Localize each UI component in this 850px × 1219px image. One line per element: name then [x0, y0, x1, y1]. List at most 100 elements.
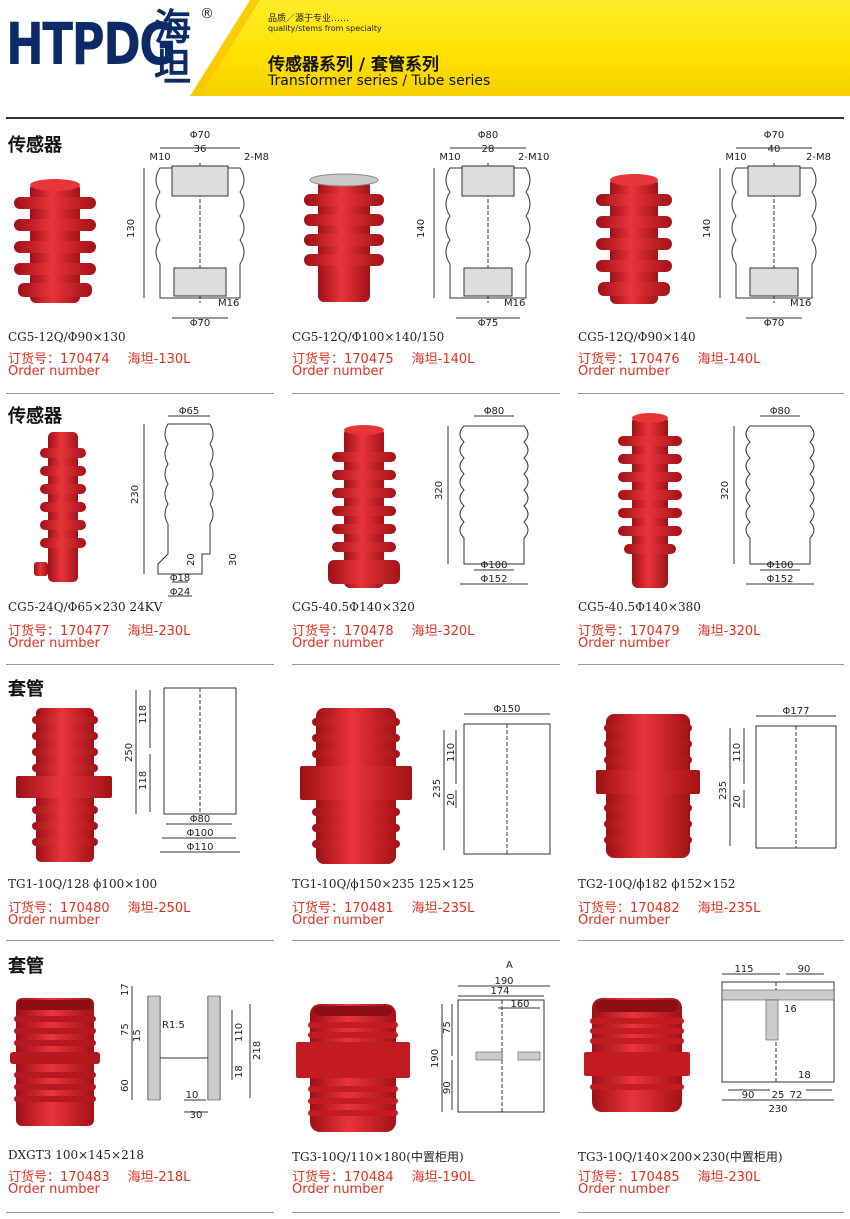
dim-label: 250 [124, 743, 135, 762]
dim-label: Φ70 [190, 318, 211, 328]
separator [578, 393, 844, 394]
dim-label: 174 [490, 986, 509, 997]
dim-label: 17 [120, 983, 131, 996]
technical-drawing-12: 115 90 16 18 90 25 72 230 [721, 964, 835, 1115]
separator [6, 393, 274, 394]
product-name: 海坦-140L [411, 352, 475, 367]
order-label-en: Order number [292, 636, 384, 651]
dim-label: 218 [252, 1041, 263, 1060]
dim-label: 2-M8 [244, 152, 269, 163]
product-model: TG3-10Q/110×180(中置柜用) [292, 1150, 464, 1164]
dim-label: Φ177 [783, 706, 810, 717]
order-label: 订货号： [8, 901, 61, 916]
product-name: 海坦-140L [697, 352, 761, 367]
order-label-en: Order number [8, 913, 100, 928]
product-model: DXGT3 100×145×218 [8, 1148, 145, 1162]
product-name: 海坦-230L [697, 1170, 761, 1185]
dim-label: 10 [186, 1090, 199, 1101]
dim-label: Φ100 [767, 560, 794, 571]
dim-label: 90 [798, 964, 811, 975]
separator [6, 940, 274, 941]
dim-label: 140 [416, 219, 427, 238]
order-line: 订货号：170479 海坦-320L [578, 620, 760, 639]
separator [578, 664, 844, 665]
dim-label: 16 [784, 1004, 797, 1015]
dim-label: 160 [510, 999, 529, 1010]
dim-label: 75 [120, 1023, 131, 1036]
dim-label: A [506, 960, 513, 971]
separator [6, 1212, 274, 1213]
dim-label: M16 [218, 298, 239, 309]
separator [6, 664, 274, 665]
separator [292, 940, 560, 941]
product-name: 海坦-320L [697, 624, 761, 639]
product-photo-cg5-40-5-320 [328, 425, 400, 588]
order-label: 订货号： [8, 1170, 61, 1185]
dim-label: 72 [790, 1090, 803, 1101]
order-label-en: Order number [578, 913, 670, 928]
dim-label: Φ80 [484, 406, 505, 417]
section-title-sensor-1: 传感器 [8, 135, 62, 156]
dim-label: 28 [482, 144, 495, 155]
registered-mark: ® [200, 6, 214, 22]
dim-label: Φ100 [481, 560, 508, 571]
product-model: CG5-40.5Φ140×320 [292, 600, 415, 614]
product-photo-tg3-10q-140 [584, 998, 690, 1112]
technical-drawing-2: Φ80 28 M10 2-M10 140 M16 Φ75 [416, 130, 549, 328]
dim-label: 90 [442, 1081, 453, 1094]
dim-label: Φ150 [494, 704, 521, 715]
dim-label: 30 [228, 553, 239, 566]
dim-label: 230 [768, 1104, 787, 1115]
order-number: 170482 [630, 901, 680, 916]
product-photo-tg1-10q-128 [16, 708, 112, 862]
dim-label: Φ70 [190, 130, 211, 141]
dim-label: 115 [734, 964, 753, 975]
technical-drawing-5: Φ80 320 Φ100 Φ152 [434, 406, 529, 585]
order-number: 170481 [344, 901, 394, 916]
product-model: TG2-10Q/ϕ182 ϕ152×152 [578, 877, 736, 891]
dim-label: 140 [702, 219, 713, 238]
product-photo-tg2-10q-182 [596, 714, 700, 858]
brand-logo-cn: 海坦 [154, 6, 191, 89]
order-label-en: Order number [292, 1182, 384, 1197]
separator [292, 1212, 560, 1213]
order-number: 170477 [60, 624, 110, 639]
order-number: 170476 [630, 352, 680, 367]
product-model: TG1-10Q/128 ϕ100×100 [8, 877, 158, 891]
dim-label: Φ100 [187, 828, 214, 839]
product-name: 海坦-190L [411, 1170, 475, 1185]
dim-label: 130 [126, 219, 137, 238]
section-title-bushing-2: 套管 [8, 956, 44, 977]
brand-logo-latin: HTPDG [6, 10, 176, 78]
product-model: CG5-12Q/Φ100×140/150 [292, 330, 445, 344]
product-name: 海坦-250L [127, 901, 191, 916]
dim-label: 110 [234, 1023, 245, 1042]
product-name: 海坦-218L [127, 1170, 191, 1185]
dim-label: M10 [439, 152, 460, 163]
dim-label: Φ152 [767, 574, 794, 585]
page-header: HTPDG 海坦 ® 品质／源于专业…… quality/stems from … [0, 0, 850, 102]
product-model: TG3-10Q/140×200×230(中置柜用) [578, 1150, 783, 1164]
order-number: 170479 [630, 624, 680, 639]
dim-label: M16 [504, 298, 525, 309]
dim-label: 118 [138, 771, 149, 790]
order-label: 订货号： [292, 1170, 345, 1185]
dim-label: 40 [768, 144, 781, 155]
order-label: 订货号： [578, 624, 631, 639]
order-label-en: Order number [8, 1182, 100, 1197]
dim-label: Φ24 [170, 587, 191, 598]
order-label-en: Order number [292, 364, 384, 379]
separator [292, 393, 560, 394]
product-name: 海坦-130L [127, 352, 191, 367]
product-model: CG5-40.5Φ140×380 [578, 600, 701, 614]
header-divider [6, 117, 844, 119]
product-photo-cg5-24q [34, 432, 86, 582]
